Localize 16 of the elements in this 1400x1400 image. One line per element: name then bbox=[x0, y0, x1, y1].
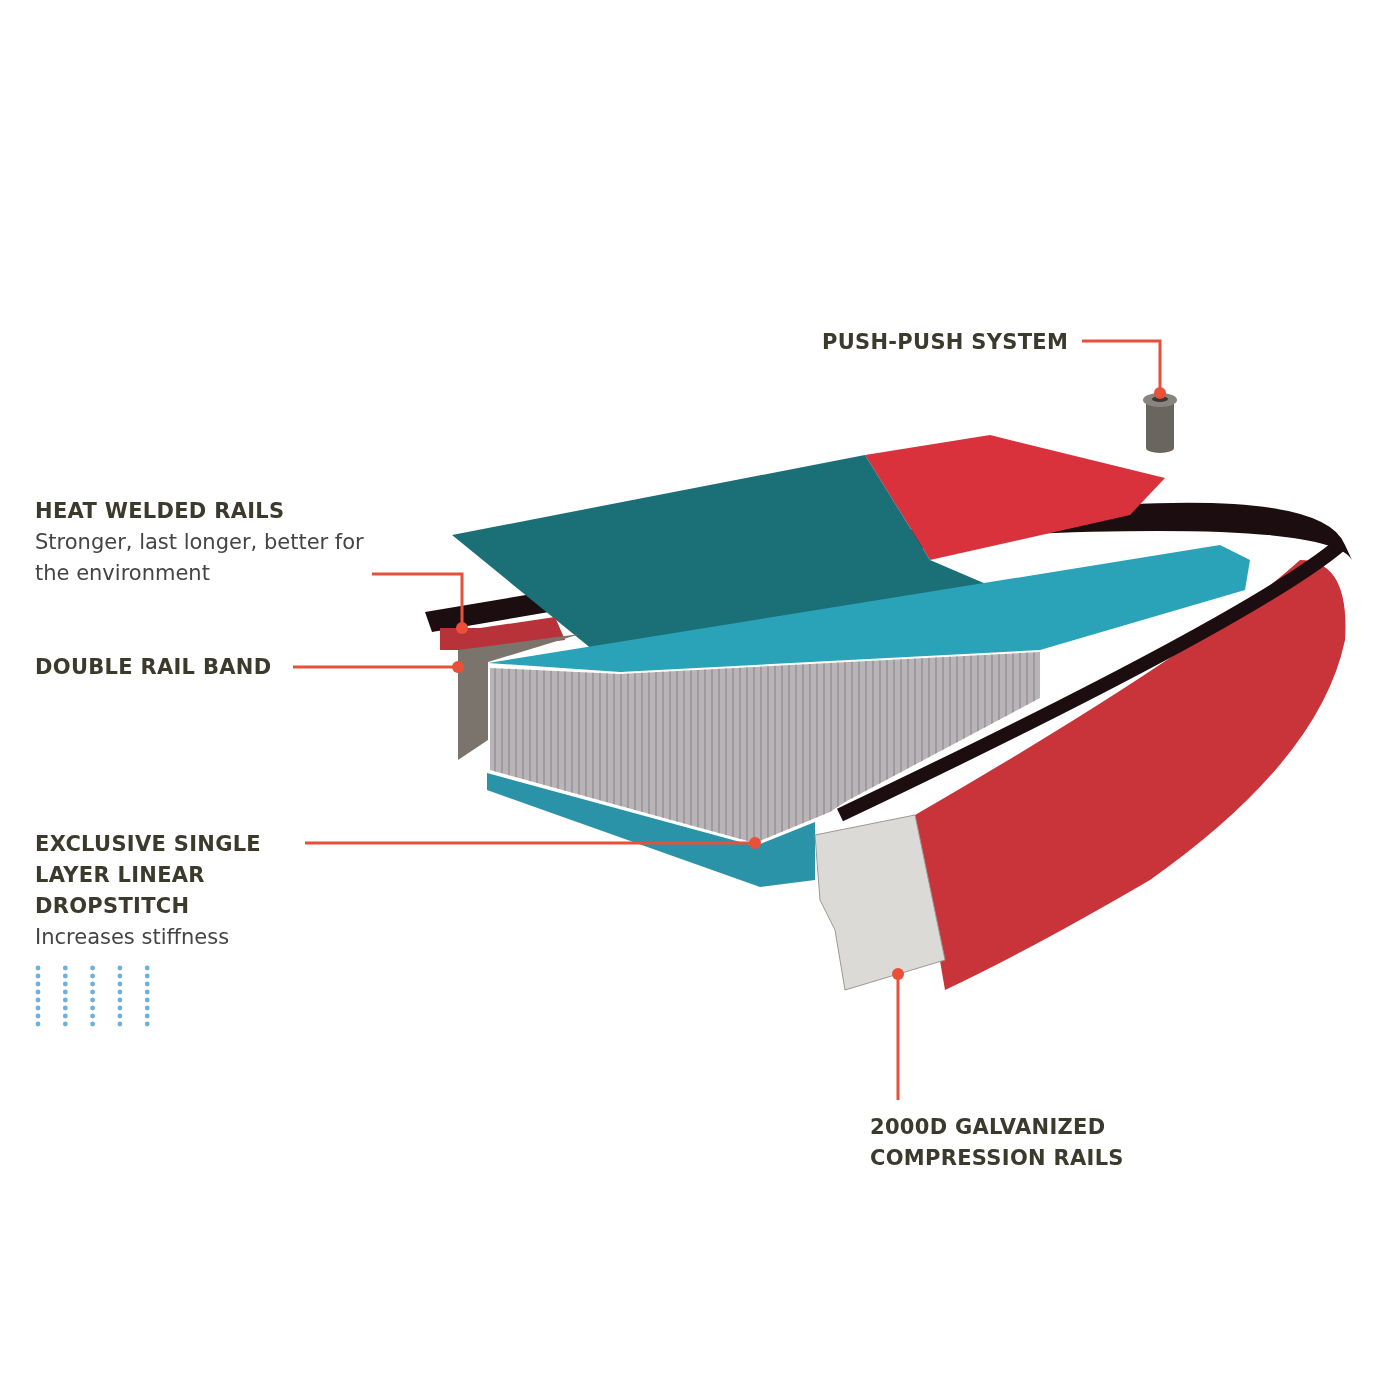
dropstitch-core bbox=[490, 652, 1040, 843]
callout-heading: DOUBLE RAIL BAND bbox=[35, 652, 295, 683]
callout-heading: EXCLUSIVE SINGLE LAYER LINEAR DROPSTITCH bbox=[35, 831, 262, 920]
leader-line bbox=[892, 968, 904, 1100]
callout-heading: HEAT WELDED RAILS bbox=[35, 498, 286, 525]
cylinder-icon bbox=[1143, 393, 1177, 453]
leader-line bbox=[1082, 339, 1166, 399]
rail-band bbox=[458, 634, 580, 760]
callout-text: Stronger, last longer, better for the environment bbox=[35, 529, 365, 587]
leader-line bbox=[372, 572, 468, 634]
leader-line bbox=[305, 837, 761, 849]
leader-line bbox=[293, 661, 464, 673]
callout-text: Increases stiffness bbox=[35, 924, 231, 951]
callout-heading: 2000D GALVANIZED COMPRESSION RAILS bbox=[870, 1112, 1150, 1174]
compression-rail bbox=[814, 814, 946, 991]
callout-heading: PUSH-PUSH SYSTEM bbox=[822, 327, 1082, 358]
